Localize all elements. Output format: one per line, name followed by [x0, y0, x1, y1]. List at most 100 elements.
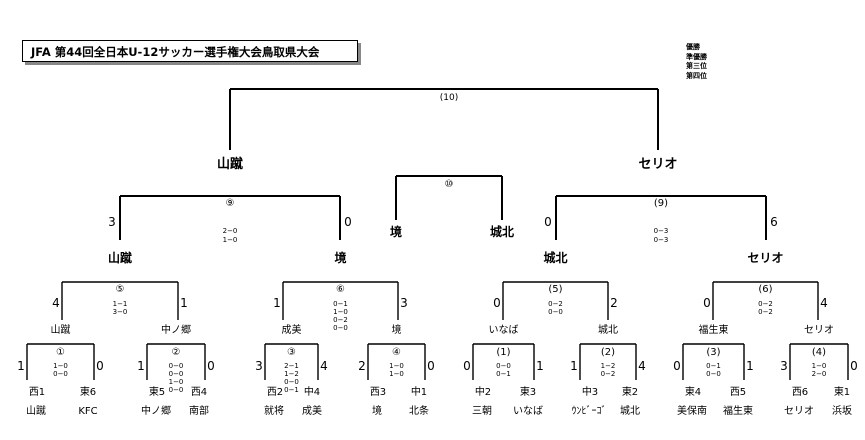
- final-number: (10): [440, 93, 458, 103]
- team-name: 浜坂: [832, 405, 852, 417]
- match-number: ⑨: [226, 198, 235, 209]
- period-score: 1−0: [812, 362, 827, 370]
- seed-label: 中4: [304, 385, 320, 398]
- period-score: 2−0: [812, 370, 827, 378]
- score-right: 0: [427, 359, 435, 373]
- score-left: 0: [463, 359, 471, 373]
- period-score: 1−1: [113, 300, 128, 308]
- period-score: 0−1: [333, 300, 348, 308]
- period-score: 0−2: [601, 370, 616, 378]
- period-score: 0−2: [333, 316, 348, 324]
- period-score: 2−0: [223, 227, 238, 235]
- legend-fourth: 第四位: [686, 71, 707, 80]
- legend-third: 第三位: [686, 62, 707, 70]
- score-left: 0: [673, 359, 681, 373]
- period-score: 0−0: [169, 370, 184, 378]
- seed-label: 中3: [582, 385, 598, 398]
- score-left: 1: [570, 359, 578, 373]
- round1-winner: セリオ: [804, 324, 834, 336]
- match-number: ③: [287, 347, 296, 358]
- third-place-team: 城北: [490, 224, 514, 239]
- score-right: 1: [536, 359, 544, 373]
- period-score: 0−0: [706, 370, 721, 378]
- score-left: 0: [703, 296, 711, 310]
- team-name: 就将: [264, 404, 284, 417]
- score-left: 0: [544, 215, 552, 229]
- score-left: 2: [358, 359, 366, 373]
- period-score: 0−1: [284, 386, 299, 394]
- round1-winner: 山蹴: [51, 323, 71, 336]
- period-score: 0−3: [654, 236, 669, 244]
- seed-label: 西2: [267, 387, 283, 398]
- period-score: 2−1: [284, 362, 299, 370]
- score-left: 3: [255, 359, 263, 373]
- score-left: 1: [273, 296, 281, 310]
- period-score: 1−0: [169, 378, 184, 386]
- tournament-title: JFA 第44回全日本U-12サッカー選手権大会鳥取県大会: [22, 40, 358, 62]
- seed-label: 東2: [622, 385, 638, 398]
- round1-winner: 成美: [282, 323, 302, 336]
- third-place-team: 境: [390, 224, 402, 239]
- score-right: 4: [638, 359, 646, 373]
- team-name: 北条: [409, 404, 429, 417]
- seed-label: 西6: [792, 387, 808, 398]
- score-right: 0: [96, 359, 104, 373]
- seed-label: 東4: [685, 385, 701, 398]
- seed-label: 東5: [149, 385, 165, 398]
- score-right: 1: [746, 359, 754, 373]
- match-number: (4): [812, 347, 826, 358]
- team-name: KFC: [78, 406, 97, 417]
- round1-winner: 中ノ郷: [161, 323, 191, 336]
- score-right: 0: [344, 215, 352, 229]
- score-left: 1: [17, 359, 25, 373]
- round2-winner: 境: [334, 250, 346, 265]
- match-number: ⑤: [116, 284, 125, 295]
- match-number: ②: [172, 347, 181, 358]
- period-score: 1−0: [223, 236, 238, 244]
- match-number: (2): [601, 347, 615, 358]
- round1-winner: いなば: [489, 324, 519, 336]
- match-number: ⑩: [445, 179, 454, 190]
- score-left: 0: [493, 296, 501, 310]
- score-right: 6: [770, 215, 778, 229]
- team-name: 三朝: [472, 405, 492, 417]
- score-right: 4: [320, 359, 328, 373]
- score-left: 3: [108, 215, 116, 229]
- team-name: 境: [372, 404, 382, 417]
- seed-label: 東3: [520, 385, 536, 398]
- score-right: 0: [850, 359, 858, 373]
- period-score: 1−2: [601, 362, 616, 370]
- score-left: 3: [780, 359, 788, 373]
- match-number: (3): [706, 347, 720, 358]
- match-number: (5): [548, 284, 562, 295]
- period-score: 0−2: [758, 300, 773, 308]
- seed-label: 東6: [80, 385, 96, 398]
- placement-legend: 優勝 準優勝 第三位 第四位: [686, 43, 707, 81]
- period-score: 0−0: [53, 370, 68, 378]
- period-score: 0−3: [654, 227, 669, 235]
- legend-champion: 優勝: [686, 43, 700, 51]
- seed-label: 中1: [411, 385, 427, 398]
- round1-winner: 福生東: [699, 323, 729, 336]
- period-score: 1−0: [333, 308, 348, 316]
- legend-runner-up: 準優勝: [686, 52, 707, 61]
- team-name: ｳﾝﾋﾞｰｺﾞ: [572, 405, 607, 417]
- period-score: 0−1: [706, 362, 721, 370]
- round2-winner: セリオ: [747, 251, 783, 265]
- period-score: 0−2: [758, 308, 773, 316]
- team-name: 中ノ郷: [141, 404, 171, 417]
- score-left: 4: [52, 296, 60, 310]
- match-number: ④: [392, 347, 401, 358]
- team-name: 南部: [189, 404, 209, 417]
- seed-label: 西3: [370, 387, 386, 398]
- period-score: 1−2: [284, 370, 299, 378]
- match-number: (6): [758, 284, 772, 295]
- match-number: (1): [496, 347, 510, 358]
- match-number: ①: [56, 347, 65, 358]
- period-score: 0−2: [548, 300, 563, 308]
- score-right: 4: [820, 296, 828, 310]
- score-right: 2: [610, 296, 618, 310]
- team-name: 福生東: [723, 404, 753, 417]
- round1-winner: 城北: [598, 324, 618, 336]
